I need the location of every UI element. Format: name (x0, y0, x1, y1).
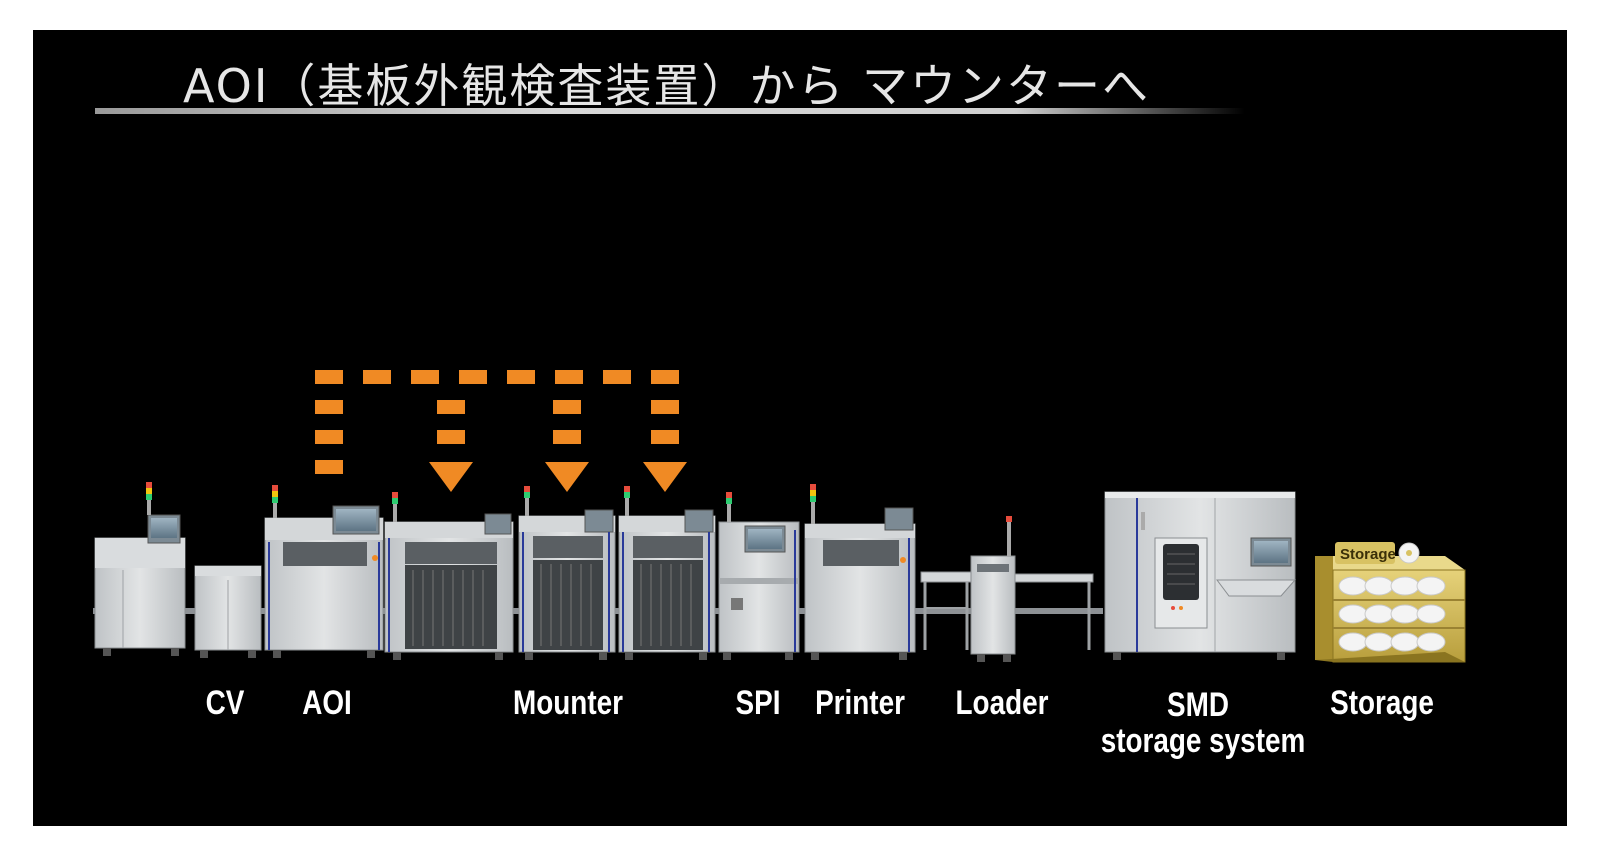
cv-machine (94, 482, 186, 656)
smd-storage-machine (1104, 491, 1297, 660)
arrow-down-icon (643, 462, 687, 492)
label-printer: Printer (815, 684, 905, 722)
label-loader: Loader (955, 684, 1049, 722)
aoi-machine (264, 485, 384, 658)
label-smd-storage-system: storage system (1100, 722, 1306, 760)
label-mounter: Mounter (513, 684, 623, 722)
storage-sign-text: Storage (1340, 546, 1396, 563)
mounter-machine-1 (384, 492, 514, 660)
dash-segment (459, 370, 487, 384)
loader-machine (920, 516, 1094, 662)
slide: AOI（基板外観検査装置）から マウンターへ (33, 30, 1567, 826)
printer-machine (804, 484, 916, 660)
dash-segment (651, 400, 679, 414)
arrow-down-icon (429, 462, 473, 492)
dash-segment (363, 370, 391, 384)
dash-segment (315, 370, 343, 384)
slide-title: AOI（基板外観検査装置）から マウンターへ (183, 59, 1151, 113)
dash-segment (437, 430, 465, 444)
label-aoi: AOI (302, 684, 352, 722)
label-smd: SMD (1167, 686, 1229, 724)
mounter-machine-3 (618, 486, 716, 660)
dash-segment (555, 370, 583, 384)
dash-segment (411, 370, 439, 384)
dash-segment (315, 460, 343, 474)
label-storage: Storage (1330, 684, 1434, 722)
dash-segment (507, 370, 535, 384)
cv-cabinet (194, 565, 262, 658)
dash-segment (553, 430, 581, 444)
label-spi: SPI (735, 684, 781, 722)
dash-segment (603, 370, 631, 384)
dash-segment (651, 430, 679, 444)
dash-segment (315, 400, 343, 414)
spi-machine (718, 492, 800, 660)
arrow-down-icon (545, 462, 589, 492)
mounter-machine-2 (518, 486, 616, 660)
production-line: Storage (93, 482, 1466, 663)
dash-segment (315, 430, 343, 444)
feedback-flow-arrows (315, 370, 687, 492)
title-underline (95, 108, 1245, 114)
dash-segment (553, 400, 581, 414)
dash-segment (651, 370, 679, 384)
label-cv: CV (205, 684, 245, 722)
dash-segment (437, 400, 465, 414)
storage-rack: Storage (1315, 542, 1466, 663)
